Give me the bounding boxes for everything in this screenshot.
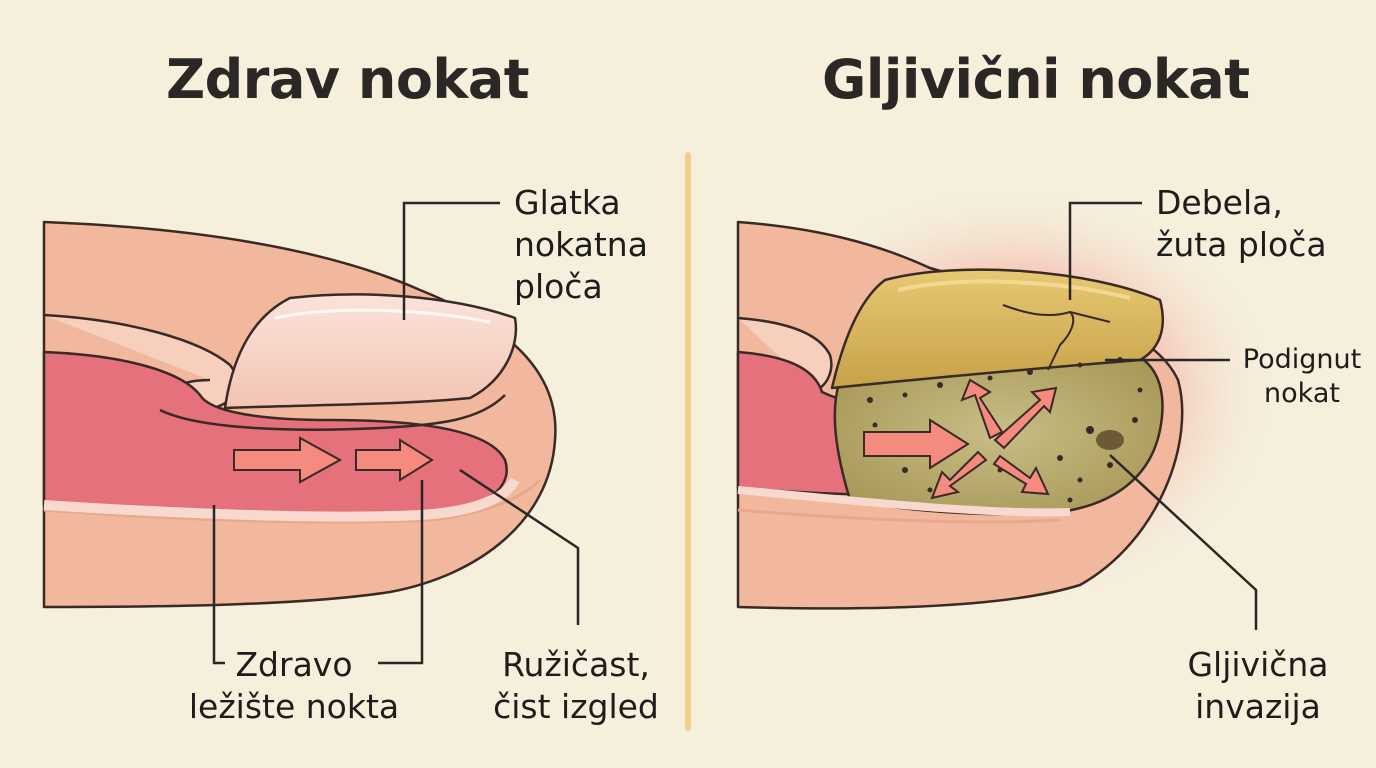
label-invasion: Gljivična invazija [1170,644,1346,728]
label-thick-yellow: Debela, žuta ploča [1156,182,1327,266]
healthy-finger [44,222,555,607]
label-smooth-plate: Glatka nokatna ploča [514,182,648,308]
label-lifted-nail: Podignut nokat [1232,343,1372,411]
label-pink-clear: Ružičast, čist izgled [478,644,674,728]
healthy-title: Zdrav nokat [166,48,529,111]
fungal-title: Gljivični nokat [822,48,1250,111]
label-healthy-bed: Zdravo ležište nokta [178,644,410,728]
